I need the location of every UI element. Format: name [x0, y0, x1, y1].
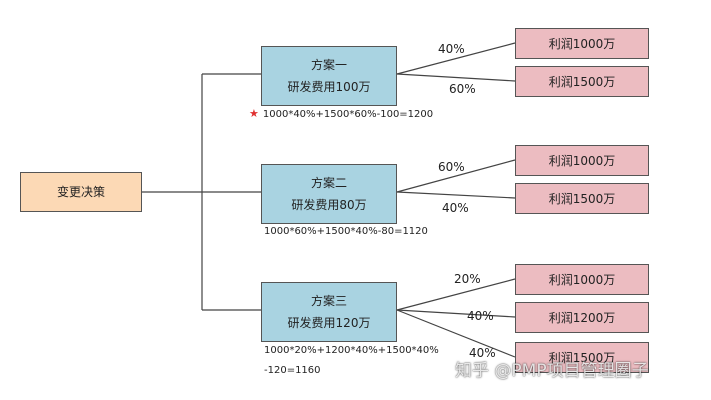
plan-3-formula-line-2: -120=1160 — [264, 365, 321, 376]
plan-3-formula: 1000*20%+1200*40%+1500*40% -120=1160 — [264, 341, 439, 381]
plan-1-formula-text: 1000*40%+1500*60%-100=1200 — [262, 109, 434, 120]
plan-3-formula-line-1: 1000*20%+1200*40%+1500*40% — [264, 345, 439, 356]
plan-2-prob-1: 60% — [438, 160, 465, 174]
plan-3-outcome-3-box: 利润1500万 — [515, 342, 649, 373]
plan-3-outcome-2-label: 利润1200万 — [548, 310, 616, 325]
plan-2-formula-text: 1000*60%+1500*40%-80=1120 — [264, 226, 428, 237]
plan-2-outcome-1-box: 利润1000万 — [515, 145, 649, 176]
plan-1-outcome-2-label: 利润1500万 — [548, 74, 616, 89]
plan-1-name: 方案一 — [310, 58, 347, 72]
plan-2-box: 方案二 研发费用80万 — [261, 164, 397, 224]
plan-3-prob-1: 20% — [454, 272, 481, 286]
star-icon: ★ — [249, 107, 259, 120]
plan-1-outcome-1-box: 利润1000万 — [515, 28, 649, 59]
plan-3-cost: 研发费用120万 — [287, 316, 371, 330]
plan-3-outcome-2-box: 利润1200万 — [515, 302, 649, 333]
plan-3-outcome-3-label: 利润1500万 — [548, 350, 616, 365]
plan-3-name: 方案三 — [310, 294, 347, 308]
plan-2-outcome-1-label: 利润1000万 — [548, 153, 616, 168]
plan-1-cost: 研发费用100万 — [287, 80, 371, 94]
plan-2-prob-2: 40% — [442, 201, 469, 215]
plan-2-formula: 1000*60%+1500*40%-80=1120 — [264, 222, 428, 242]
plan-2-outcome-2-label: 利润1500万 — [548, 191, 616, 206]
root-decision-box: 变更决策 — [20, 172, 142, 212]
root-label: 变更决策 — [56, 185, 105, 199]
plan-3-box: 方案三 研发费用120万 — [261, 282, 397, 342]
plan-1-prob-2: 60% — [449, 82, 476, 96]
plan-1-outcome-2-box: 利润1500万 — [515, 66, 649, 97]
plan-2-name: 方案二 — [310, 176, 347, 190]
watermark: 知乎 @PMP项目管理圈子 — [455, 361, 649, 381]
plan-1-formula: ★1000*40%+1500*60%-100=1200 — [249, 104, 433, 125]
plan-3-outcome-1-label: 利润1000万 — [548, 272, 616, 287]
plan-3-outcome-1-box: 利润1000万 — [515, 264, 649, 295]
plan-1-outcome-1-label: 利润1000万 — [548, 36, 616, 51]
plan-2-cost: 研发费用80万 — [291, 198, 367, 212]
plan-1-prob-1: 40% — [438, 42, 465, 56]
plan-1-box: 方案一 研发费用100万 — [261, 46, 397, 106]
plan-2-outcome-2-box: 利润1500万 — [515, 183, 649, 214]
plan-3-prob-3: 40% — [469, 346, 496, 360]
plan-3-prob-2: 40% — [467, 309, 494, 323]
